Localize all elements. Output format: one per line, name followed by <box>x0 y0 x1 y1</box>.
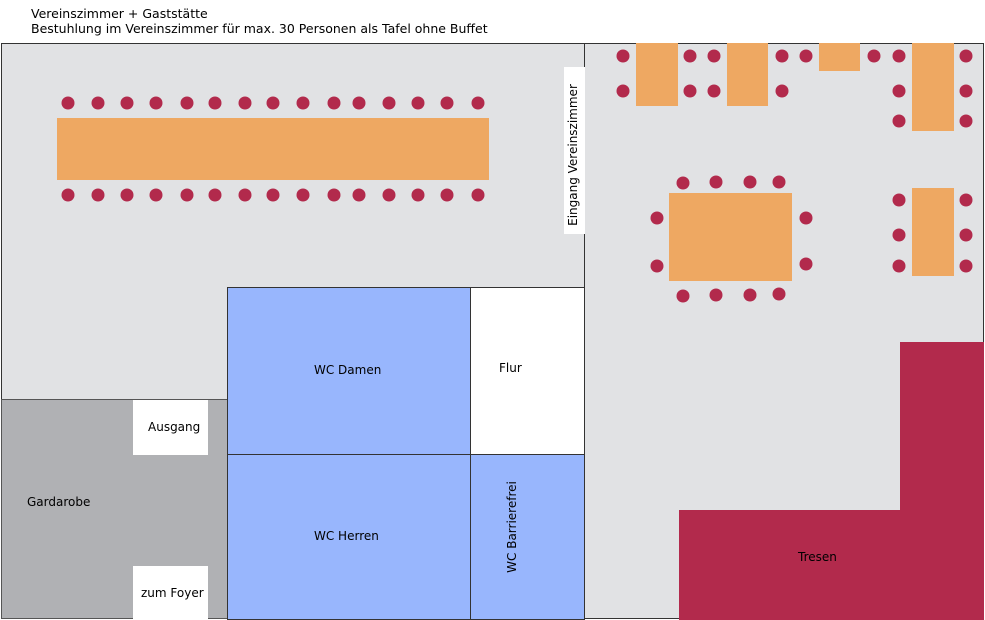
chair <box>650 259 664 273</box>
chair <box>120 188 134 202</box>
chair <box>683 49 697 63</box>
chair <box>892 84 906 98</box>
chair <box>892 49 906 63</box>
chair <box>471 188 485 202</box>
chair <box>892 228 906 242</box>
chair <box>892 259 906 273</box>
chair <box>180 188 194 202</box>
chair <box>743 288 757 302</box>
chair <box>707 49 721 63</box>
chair <box>296 188 310 202</box>
chair <box>471 96 485 110</box>
wc-men-label: WC Herren <box>314 529 379 543</box>
table-top-1 <box>636 43 678 106</box>
chair <box>411 96 425 110</box>
chair <box>892 193 906 207</box>
cloakroom-label: Gardarobe <box>27 495 91 509</box>
chair <box>959 49 973 63</box>
foyer-label: zum Foyer <box>141 586 204 600</box>
chair <box>959 193 973 207</box>
chair <box>208 188 222 202</box>
wc-accessible-label: WC Barrierefrei <box>505 481 519 573</box>
title-block: Vereinszimmer + Gaststätte Bestuhlung im… <box>31 6 488 36</box>
chair <box>676 289 690 303</box>
chair <box>775 49 789 63</box>
wc-accessible <box>470 454 585 620</box>
chair <box>180 96 194 110</box>
chair <box>266 96 280 110</box>
chair <box>650 211 664 225</box>
chair <box>327 96 341 110</box>
table-center <box>669 193 792 281</box>
chair <box>238 96 252 110</box>
chair <box>266 188 280 202</box>
bar-counter-label: Tresen <box>798 550 837 564</box>
chair <box>120 96 134 110</box>
bar-counter-lower <box>679 510 984 620</box>
table-top-4 <box>912 43 954 131</box>
chair <box>772 175 786 189</box>
chair <box>867 49 881 63</box>
chair <box>616 49 630 63</box>
chair <box>91 96 105 110</box>
hallway-label: Flur <box>499 361 522 375</box>
chair <box>208 96 222 110</box>
banquet-table <box>57 118 489 180</box>
chair <box>707 84 721 98</box>
chair <box>440 96 454 110</box>
exit-label: Ausgang <box>148 420 201 434</box>
chair <box>709 288 723 302</box>
chair <box>799 257 813 271</box>
chair <box>296 96 310 110</box>
chair <box>709 175 723 189</box>
chair <box>676 176 690 190</box>
chair <box>352 96 366 110</box>
chair <box>440 188 454 202</box>
entrance-label: Eingang Vereinszimmer <box>566 84 580 226</box>
chair <box>959 84 973 98</box>
chair <box>61 188 75 202</box>
plan-title: Vereinszimmer + Gaststätte <box>31 6 208 21</box>
chair <box>327 188 341 202</box>
chair <box>892 114 906 128</box>
chair <box>382 96 396 110</box>
chair <box>238 188 252 202</box>
chair <box>382 188 396 202</box>
table-top-2 <box>727 43 768 106</box>
hallway <box>470 287 585 455</box>
chair <box>411 188 425 202</box>
foyer-door <box>133 566 208 620</box>
table-right <box>912 188 954 276</box>
chair <box>959 259 973 273</box>
chair <box>149 96 163 110</box>
chair <box>959 114 973 128</box>
chair <box>61 96 75 110</box>
plan-subtitle: Bestuhlung im Vereinszimmer für max. 30 … <box>31 21 488 36</box>
chair <box>775 84 789 98</box>
wc-women-label: WC Damen <box>314 363 382 377</box>
chair <box>799 211 813 225</box>
entrance-door <box>564 67 585 234</box>
chair <box>772 287 786 301</box>
chair <box>91 188 105 202</box>
chair <box>799 49 813 63</box>
chair <box>352 188 366 202</box>
chair <box>683 84 697 98</box>
chair <box>743 175 757 189</box>
exit-door <box>133 400 208 455</box>
chair <box>616 84 630 98</box>
chair <box>149 188 163 202</box>
chair <box>959 228 973 242</box>
table-top-3 <box>819 43 860 71</box>
